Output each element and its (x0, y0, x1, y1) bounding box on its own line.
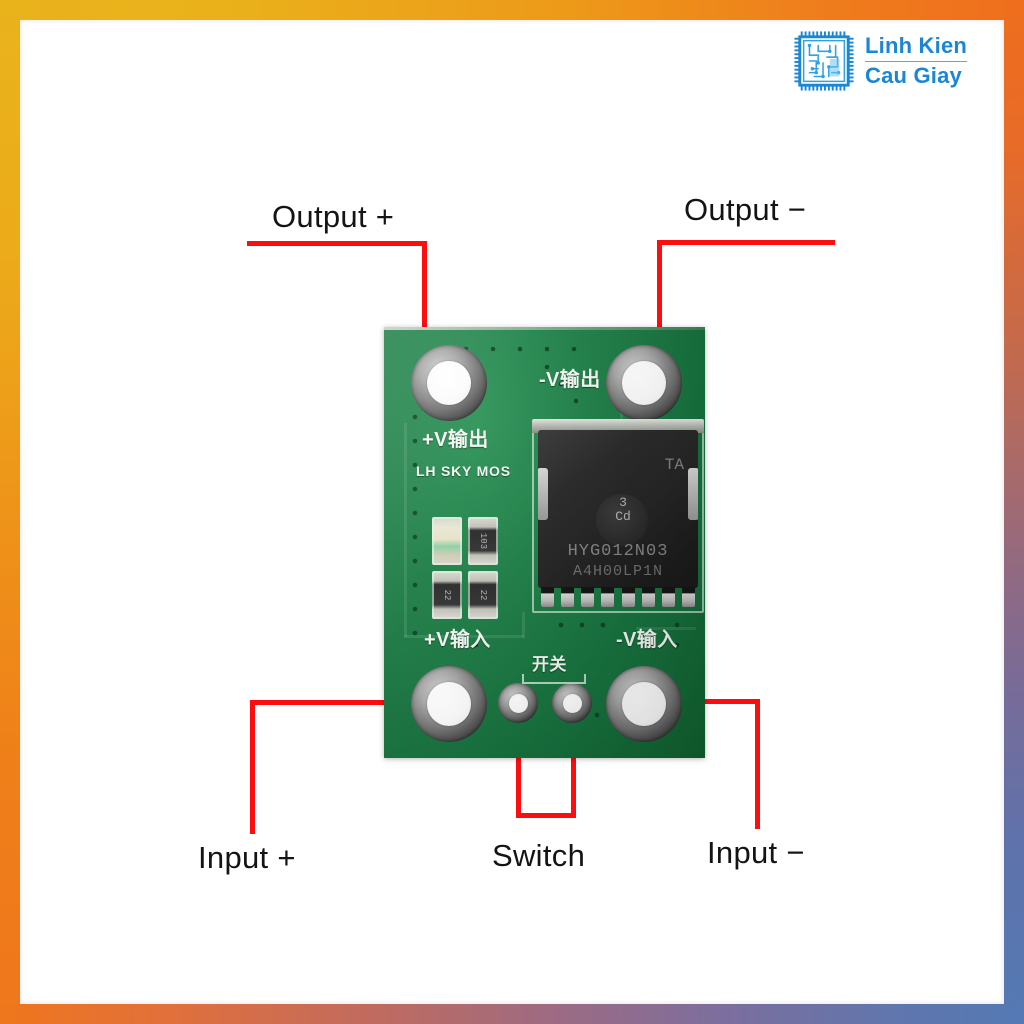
brand-name-line2: Cau Giay (865, 60, 968, 89)
silkscreen-brand: LH SKY MOS (416, 463, 511, 479)
pad-switch-b (552, 683, 592, 723)
pcb-via (413, 487, 417, 491)
leader-line-output-plus-vertical (422, 241, 427, 365)
pcb-via (545, 365, 549, 369)
frame-border-right (1004, 0, 1024, 1024)
frame-border-top (0, 0, 1024, 20)
mosfet-part-number: HYG012N03 (567, 542, 669, 561)
pcb-via (474, 643, 478, 647)
mosfet-side-notch-right (688, 468, 698, 520)
mosfet-side-notch-left (538, 468, 548, 520)
pcb-trace (636, 627, 696, 630)
silkscreen-output-positive: +V输出 (422, 429, 489, 451)
mosfet-body: TA 3 Cd HYG012N03 A4H00LP1N (538, 430, 698, 588)
mosfet-corner-mark: TA (664, 456, 684, 474)
callout-label-switch: Switch (492, 838, 586, 873)
pcb-top-edge-highlight (384, 327, 705, 330)
pcb-via (559, 623, 563, 627)
pcb-via (413, 535, 417, 539)
leader-line-input-minus-vertical (755, 699, 760, 829)
pad-output-plus (411, 345, 487, 421)
brand-logo-text: Linh Kien Cau Giay (865, 32, 968, 89)
pcb-via (572, 347, 576, 351)
pcb-via (413, 463, 417, 467)
pcb-via (559, 382, 563, 386)
smd-resistor-r3-code: 22 (478, 589, 488, 601)
pcb-via (518, 347, 522, 351)
mosfet-lot-code: A4H00LP1N (572, 563, 663, 580)
pcb-via (413, 583, 417, 587)
mosfet-pin (561, 587, 575, 607)
smd-resistor-r2: 22 (432, 571, 462, 619)
pcb-via (413, 439, 417, 443)
pcb-via (601, 623, 605, 627)
callout-label-output-minus: Output − (684, 192, 807, 227)
mosfet-pin (641, 587, 655, 607)
silkscreen-input-positive: +V输入 (424, 629, 491, 651)
mosfet-metal-tab (532, 419, 704, 433)
pcb-via (413, 559, 417, 563)
pad-input-plus (411, 666, 487, 742)
pcb-via (580, 623, 584, 627)
smd-resistor-r3: 22 (468, 571, 498, 619)
callout-label-input-minus: Input − (707, 835, 805, 870)
pcb-via (574, 399, 578, 403)
mosfet-pin (661, 587, 675, 607)
pcb-via (413, 631, 417, 635)
mosfet-dot-mark-bottom: Cd (615, 509, 631, 524)
leader-line-switch-left (516, 720, 521, 818)
pad-output-minus (606, 345, 682, 421)
mosfet-dot-mark (596, 494, 648, 546)
frame-border-left (0, 0, 20, 1024)
callout-label-input-plus: Input + (198, 840, 296, 875)
pcb-trace (404, 423, 407, 637)
leader-line-input-plus-vertical (250, 700, 255, 834)
mosfet-dot-mark-top: 3 (619, 495, 627, 510)
callout-label-output-plus: Output + (272, 199, 395, 234)
silkscreen-output-negative: -V输出 (539, 369, 601, 391)
leader-line-switch-bottom (516, 813, 576, 818)
pcb-via (675, 643, 679, 647)
pcb-via (413, 511, 417, 515)
pcb-via (595, 713, 599, 717)
smd-led (432, 517, 462, 565)
mosfet-pin-row (538, 587, 698, 607)
mosfet-pin (621, 587, 635, 607)
mosfet-pin (541, 587, 554, 607)
leader-line-switch-right (571, 720, 576, 818)
mosfet-pin (581, 587, 595, 607)
brand-logo: Linh Kien Cau Giay (793, 30, 968, 92)
pcb-via (545, 347, 549, 351)
silkscreen-switch-bracket (522, 674, 586, 684)
leader-line-output-plus-horizontal (247, 241, 427, 246)
leader-line-input-plus-horizontal (250, 700, 408, 705)
pcb-trace (404, 635, 524, 638)
silkscreen-switch-label: 开关 (532, 655, 567, 674)
mosfet-switch-module-pcb: -V输出 +V输出 LH SKY MOS +V输入 -V输入 开关 103 22… (384, 327, 705, 758)
smd-component-group: 103 22 22 (432, 517, 498, 619)
pad-switch-a (498, 683, 538, 723)
leader-line-input-minus-horizontal (683, 699, 760, 704)
microchip-circuit-icon (794, 31, 854, 91)
pcb-via (413, 415, 417, 419)
pcb-trace (522, 612, 525, 638)
leader-line-output-minus-horizontal (657, 240, 835, 245)
mosfet-package: TA 3 Cd HYG012N03 A4H00LP1N (532, 419, 704, 614)
smd-resistor-r1-code: 103 (478, 532, 488, 550)
silkscreen-input-negative: -V输入 (616, 629, 678, 651)
leader-line-output-minus-vertical (657, 240, 662, 366)
pad-input-minus (606, 666, 682, 742)
mosfet-pin (601, 587, 615, 607)
pcb-via (413, 607, 417, 611)
pcb-via (675, 623, 679, 627)
brand-name-line1: Linh Kien (865, 32, 968, 58)
pcb-via (491, 347, 495, 351)
frame-border-bottom (0, 1004, 1024, 1024)
mosfet-pin (681, 587, 695, 607)
smd-resistor-r1: 103 (468, 517, 498, 565)
